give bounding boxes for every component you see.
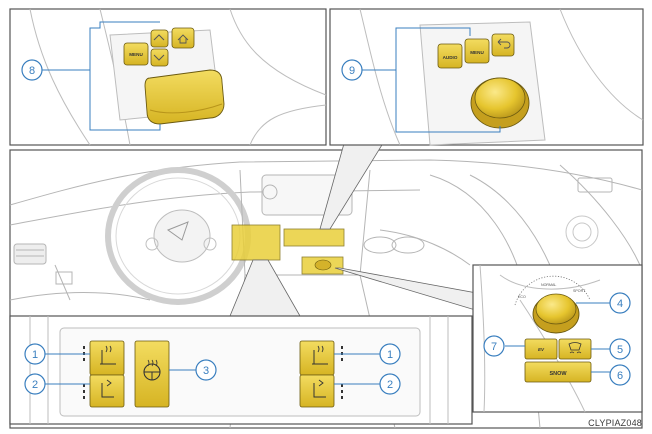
- svg-text:4: 4: [617, 298, 623, 310]
- callouts: 8 9 1 2 3 1 2 4: [21, 59, 631, 395]
- mode-sport-label: SPORT: [573, 289, 586, 293]
- ev-label: EV: [538, 347, 545, 352]
- svg-text:2: 2: [32, 379, 38, 391]
- pointer-wedges: [229, 139, 483, 317]
- callout-1-right: 1: [379, 343, 401, 365]
- svg-text:7: 7: [491, 341, 497, 353]
- callout-6: 6: [609, 364, 631, 386]
- callout-2-left: 2: [24, 373, 46, 395]
- remote-touch-pad: [144, 69, 225, 125]
- menu-label-right: MENU: [470, 50, 484, 55]
- back-icon: [497, 38, 511, 49]
- svg-text:9: 9: [349, 65, 355, 77]
- callout-3: 3: [195, 359, 217, 381]
- seat-ventilator-icon: [101, 383, 114, 398]
- drive-mode-knob: [535, 293, 577, 325]
- image-code: CLYPIAZ048: [588, 418, 642, 428]
- svg-text:2: 2: [387, 379, 393, 391]
- seat-ventilator-icon-right: [313, 383, 326, 398]
- console-highlights: [231, 224, 345, 275]
- inset-seat-heaters: [9, 315, 473, 425]
- chevron-down-icon: [153, 54, 165, 61]
- svg-text:1: 1: [387, 349, 393, 361]
- svg-text:8: 8: [29, 65, 35, 77]
- mode-eco-label: ECO: [518, 295, 526, 299]
- controller-knob: [474, 77, 526, 119]
- callout-1-left: 1: [24, 343, 46, 365]
- seat-heater-icon: [100, 350, 116, 365]
- callout-5: 5: [609, 338, 631, 360]
- vsc-off-icon: [568, 342, 582, 351]
- mode-normal-label: NORMAL: [541, 283, 556, 287]
- menu-label-left: MENU: [129, 52, 143, 57]
- inset-top-left: MENU: [9, 8, 327, 146]
- svg-text:3: 3: [203, 365, 209, 377]
- audio-label: AUDIO: [443, 55, 458, 60]
- snow-label: SNOW: [549, 371, 567, 377]
- svg-text:5: 5: [617, 344, 623, 356]
- inset-drive-mode: ECO NORMAL SPORT EV SNOW: [472, 264, 643, 413]
- callout-9: 9: [341, 59, 363, 81]
- home-icon: [177, 34, 189, 44]
- callout-8: 8: [21, 59, 43, 81]
- callout-2-right: 2: [379, 373, 401, 395]
- svg-text:1: 1: [32, 349, 38, 361]
- callout-4: 4: [609, 292, 631, 314]
- inset-top-right: AUDIO MENU: [329, 8, 644, 146]
- chevron-up-icon: [153, 34, 165, 41]
- seat-heater-icon-right: [312, 350, 328, 365]
- callout-7: 7: [483, 335, 505, 357]
- svg-text:6: 6: [617, 370, 623, 382]
